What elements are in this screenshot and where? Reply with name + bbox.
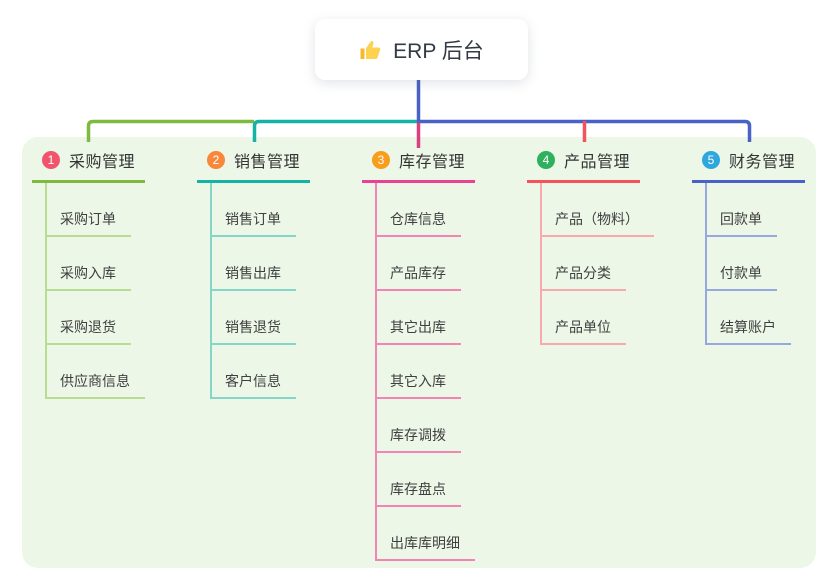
child-node[interactable]: 库存调拨 (377, 399, 461, 453)
branch-children: 销售订单销售出库销售退货客户信息 (210, 183, 357, 399)
branch-1: 1 采购管理采购订单采购入库采购退货供应商信息 (32, 146, 192, 399)
child-node[interactable]: 产品单位 (542, 291, 626, 345)
child-node[interactable]: 库存盘点 (377, 453, 461, 507)
branch-children: 回款单付款单结算账户 (705, 183, 839, 345)
child-node[interactable]: 采购退货 (47, 291, 131, 345)
child-node[interactable]: 销售订单 (212, 183, 296, 237)
child-node[interactable]: 产品分类 (542, 237, 626, 291)
child-node[interactable]: 供应商信息 (47, 345, 145, 399)
group-panel (22, 137, 816, 568)
thumbs-up-icon (359, 38, 383, 62)
child-node[interactable]: 销售出库 (212, 237, 296, 291)
child-node[interactable]: 其它出库 (377, 291, 461, 345)
branch-number-badge: 5 (702, 151, 720, 169)
branch-label: 财务管理 (729, 154, 796, 171)
branch-node[interactable]: 2 销售管理 (197, 146, 310, 183)
child-node[interactable]: 其它入库 (377, 345, 461, 399)
child-node[interactable]: 销售退货 (212, 291, 296, 345)
child-node[interactable]: 结算账户 (707, 291, 791, 345)
child-node[interactable]: 付款单 (707, 237, 777, 291)
branch-label: 库存管理 (399, 154, 466, 171)
branch-number-badge: 2 (207, 151, 225, 169)
branch-children: 采购订单采购入库采购退货供应商信息 (45, 183, 192, 399)
branch-number-badge: 1 (42, 151, 60, 169)
branch-number-badge: 4 (537, 151, 555, 169)
branch-children: 产品（物料）产品分类产品单位 (540, 183, 687, 345)
branch-label: 产品管理 (564, 154, 631, 171)
branch-5: 5 财务管理回款单付款单结算账户 (692, 146, 839, 345)
branch-2: 2 销售管理销售订单销售出库销售退货客户信息 (197, 146, 357, 399)
root-title: ERP 后台 (393, 39, 484, 63)
branch-number-badge: 3 (372, 151, 390, 169)
child-node[interactable]: 产品库存 (377, 237, 461, 291)
child-node[interactable]: 出库库明细 (377, 507, 475, 561)
branch-node[interactable]: 5 财务管理 (692, 146, 805, 183)
child-node[interactable]: 采购入库 (47, 237, 131, 291)
child-node[interactable]: 产品（物料） (542, 183, 654, 237)
branch-node[interactable]: 4 产品管理 (527, 146, 640, 183)
child-node[interactable]: 仓库信息 (377, 183, 461, 237)
root-node[interactable]: ERP 后台 (315, 19, 528, 80)
child-node[interactable]: 客户信息 (212, 345, 296, 399)
branch-4: 4 产品管理产品（物料）产品分类产品单位 (527, 146, 687, 345)
branch-label: 销售管理 (234, 154, 301, 171)
branch-children: 仓库信息产品库存其它出库其它入库库存调拨库存盘点出库库明细 (375, 183, 522, 561)
branch-node[interactable]: 3 库存管理 (362, 146, 475, 183)
child-node[interactable]: 回款单 (707, 183, 777, 237)
child-node[interactable]: 采购订单 (47, 183, 131, 237)
branch-3: 3 库存管理仓库信息产品库存其它出库其它入库库存调拨库存盘点出库库明细 (362, 146, 522, 561)
branch-label: 采购管理 (69, 154, 136, 171)
branch-node[interactable]: 1 采购管理 (32, 146, 145, 183)
